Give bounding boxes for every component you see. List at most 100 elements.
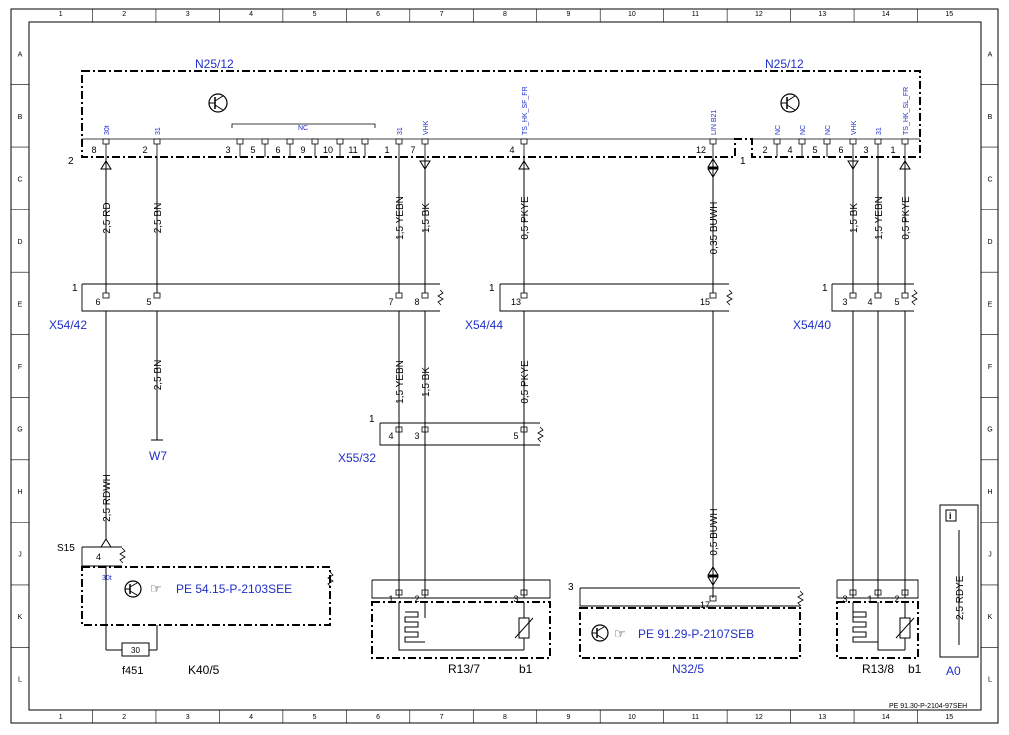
pin-number: 3 (842, 594, 847, 604)
grid-row-label: H (987, 489, 992, 496)
pin-number: 17 (700, 600, 710, 610)
component-label-left: N25/12 (195, 57, 234, 71)
grid-row-label: C (17, 176, 22, 183)
lower-wires (105, 311, 906, 598)
nc-label: NC (298, 125, 308, 132)
fuse-rating: 30 (131, 646, 140, 655)
transistor-icon (780, 93, 800, 113)
grid-row-label: A (18, 51, 23, 58)
n25-12-pin (236, 138, 244, 145)
grid-col-label: 8 (503, 11, 507, 18)
n25-12-pin (286, 138, 294, 145)
outer-frame (10, 8, 999, 724)
grid-col-label: 8 (503, 714, 507, 721)
grid-col-label: 7 (440, 11, 444, 18)
r13-8-sensor-label: b1 (908, 662, 922, 676)
fuse-name: f451 (122, 665, 143, 677)
pin-number: 2 (142, 145, 147, 155)
grid-col-label: 1 (59, 11, 63, 18)
pin-number: 4 (388, 431, 393, 441)
wire-label: 1,5 YEBN (395, 360, 406, 404)
k40-pin-signal: 30t (102, 575, 112, 582)
s15-label: S15 (57, 543, 75, 554)
info-icon[interactable] (945, 509, 957, 522)
transistor-icon (591, 624, 609, 642)
grid-col-label: 3 (186, 714, 190, 721)
wire-label: 1,5 YEBN (395, 196, 406, 240)
wire-label: 2,5 RDWH (102, 474, 113, 522)
r13-7-label: R13/7 (448, 662, 480, 676)
reference-hand-icon[interactable]: ☞ (614, 626, 626, 641)
grid-row-label: C (987, 176, 992, 183)
grid-row-label: B (18, 114, 23, 121)
pin-number: 4 (867, 297, 872, 307)
n25-12-housing (81, 70, 921, 158)
grid-col-label: 10 (628, 714, 636, 721)
x54-42-pin (153, 292, 161, 299)
grid-col-label: 11 (692, 11, 699, 18)
connector-x54-44-label: X54/44 (465, 318, 503, 332)
s15-pin: 4 (96, 552, 101, 562)
grid-row-label: F (18, 364, 22, 371)
pin-number: 8 (91, 145, 96, 155)
pin-number: 1 (384, 145, 389, 155)
pin-signal-name: NC (800, 125, 807, 135)
wire-label: 1,5 BK (849, 203, 860, 233)
pin-signal-name: NC (775, 125, 782, 135)
r13-8-housing (836, 601, 919, 659)
wire-label: 0,5 BUWH (709, 508, 720, 555)
n32-5-housing (579, 607, 801, 659)
a0-label: A0 (946, 664, 961, 678)
wire-label: 1,5 YEBN (874, 196, 885, 240)
wire-label: 1,5 BK (421, 203, 432, 233)
grid-row-label: H (17, 489, 22, 496)
pin-number: 6 (95, 297, 100, 307)
pin-number: 2 (894, 594, 899, 604)
n32-arrow (707, 566, 719, 586)
grid-row-label: G (17, 427, 22, 434)
reference-hand-icon[interactable]: ☞ (150, 581, 162, 596)
n25-12-pin (153, 138, 161, 145)
connector-x54-40-label: X54/40 (793, 318, 831, 332)
shield-icon (797, 590, 804, 607)
grid-col-label: 12 (755, 11, 763, 18)
r13-8-label: R13/8 (862, 662, 894, 676)
n25-12-pin (261, 138, 269, 145)
grid-row-label: G (987, 427, 992, 434)
pin-number: 3 (842, 297, 847, 307)
grid-row-label: A (988, 51, 993, 58)
grid-col-label: 11 (692, 714, 699, 721)
pin-number: 3 (863, 145, 868, 155)
pin-number: 7 (410, 145, 415, 155)
pin-number: 1 (867, 594, 872, 604)
r13-7-housing (371, 601, 551, 659)
info-wire-label: 2,5 RDYE (955, 575, 966, 620)
x54-42-pin (395, 292, 403, 299)
pin-signal-name: TS_HK_SL_FR (903, 87, 910, 135)
s15-connector (81, 546, 122, 567)
n25-12-pin (901, 138, 909, 145)
pin-number: 5 (513, 431, 518, 441)
grid-col-label: 15 (945, 714, 953, 721)
grid-col-label: 5 (313, 11, 317, 18)
pin-signal-name: 31 (876, 127, 883, 135)
pin-number: 4 (787, 145, 792, 155)
nc-bracket (231, 123, 376, 128)
pin-signal-name: NC (825, 125, 832, 135)
grid-row-label: L (988, 677, 992, 684)
k40-5-housing (81, 566, 331, 626)
pin-number: 1 (890, 145, 895, 155)
connector-x55-32-index: 1 (369, 414, 375, 425)
n25-12-pin (361, 138, 369, 145)
wire-label: 2,5 RD (102, 202, 113, 233)
pin-number: 3 (414, 431, 419, 441)
connector-x54-40-index: 1 (822, 283, 828, 294)
n32-reference-link[interactable]: PE 91.29-P-2107SEB (638, 627, 754, 641)
heater-element-icon (852, 611, 878, 643)
pin-signal-name: 30t (104, 125, 111, 135)
k40-reference-link[interactable]: PE 54.15-P-2103SEE (176, 582, 292, 596)
grid-row-label: J (988, 552, 992, 559)
